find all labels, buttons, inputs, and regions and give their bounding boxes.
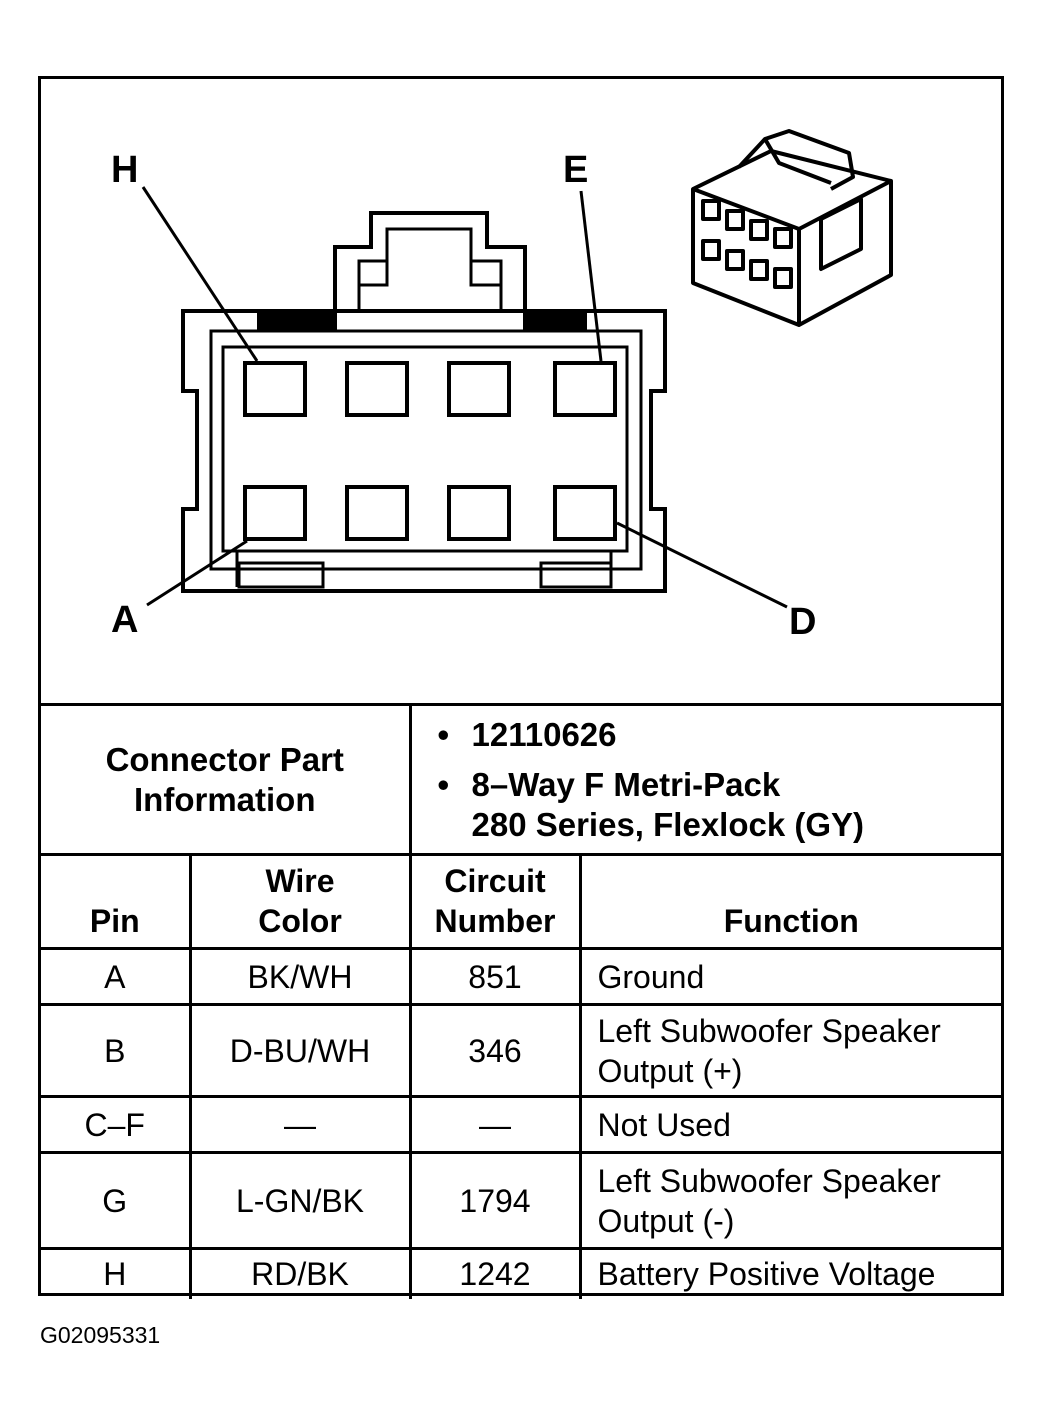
pin-label-d: D	[789, 601, 817, 643]
cell-wire-color: D-BU/WH	[188, 1003, 412, 1098]
pin-label-e: E	[563, 149, 589, 191]
cell-wire-color: BK/WH	[188, 947, 412, 1006]
cell-function: Left Subwoofer Speaker Output (-)	[578, 1151, 1002, 1250]
table-row: H RD/BK 1242 Battery Positive Voltage	[41, 1247, 1002, 1299]
cavity-a	[243, 485, 307, 541]
header-function: Function	[578, 853, 1002, 950]
cell-function: Left Subwoofer Speaker Output (+)	[578, 1003, 1002, 1098]
connector-figure-frame: H E A D Connector Part Information • 121…	[38, 76, 1004, 1299]
pin-label-a: A	[111, 599, 139, 641]
table-row: A BK/WH 851 Ground	[41, 947, 1002, 1006]
cell-circuit: —	[408, 1095, 582, 1154]
connector-pinout-table: Connector Part Information • 12110626 • …	[41, 703, 1002, 1299]
cell-pin: B	[41, 1003, 192, 1098]
cavity-e	[553, 361, 617, 417]
connector-info-row: Connector Part Information • 12110626 • …	[41, 703, 1002, 856]
table-row: G L-GN/BK 1794 Left Subwoofer Speaker Ou…	[41, 1151, 1002, 1250]
connector-face-diagram: H E A D	[41, 79, 1001, 703]
connector-latch	[333, 211, 527, 311]
cell-circuit: 1242	[408, 1247, 582, 1299]
cell-pin: H	[41, 1247, 192, 1299]
table-row: B D-BU/WH 346 Left Subwoofer Speaker Out…	[41, 1003, 1002, 1098]
pin-label-h: H	[111, 149, 139, 191]
header-wire-color: Wire Color	[188, 853, 412, 950]
cavity-b	[345, 485, 409, 541]
cell-function: Not Used	[578, 1095, 1002, 1154]
connector-body	[181, 309, 667, 593]
cell-wire-color: —	[188, 1095, 412, 1154]
part-number: • 12110626	[437, 715, 617, 753]
connector-info-title: Connector Part Information	[41, 703, 412, 856]
header-pin: Pin	[41, 853, 192, 950]
cell-circuit: 346	[408, 1003, 582, 1098]
header-circuit-number: Circuit Number	[408, 853, 582, 950]
cell-pin: G	[41, 1151, 192, 1250]
table-row: C–F — — Not Used	[41, 1095, 1002, 1154]
cavity-c	[447, 485, 511, 541]
cavity-h	[243, 361, 307, 417]
leader-e	[579, 190, 603, 362]
connector-info-details: • 12110626 • 8–Way F Metri-Pack 280 Seri…	[408, 703, 1002, 856]
leader-a	[146, 539, 248, 607]
leader-d	[616, 521, 788, 609]
table-header-row: Pin Wire Color Circuit Number Function	[41, 853, 1002, 950]
cell-circuit: 851	[408, 947, 582, 1006]
connector-isometric-view	[691, 129, 893, 327]
cavity-f	[447, 361, 511, 417]
cavity-d	[553, 485, 617, 541]
cell-pin: C–F	[41, 1095, 192, 1154]
cell-function: Battery Positive Voltage	[578, 1247, 1002, 1299]
cell-circuit: 1794	[408, 1151, 582, 1250]
figure-code: G02095331	[40, 1322, 161, 1348]
cavity-g	[345, 361, 409, 417]
cell-wire-color: L-GN/BK	[188, 1151, 412, 1250]
cell-function: Ground	[578, 947, 1002, 1006]
connector-description: • 8–Way F Metri-Pack 280 Series, Flexloc…	[437, 765, 865, 843]
connector-drawing	[141, 129, 893, 609]
cell-pin: A	[41, 947, 192, 1006]
leader-h	[141, 186, 259, 362]
cell-wire-color: RD/BK	[188, 1247, 412, 1299]
